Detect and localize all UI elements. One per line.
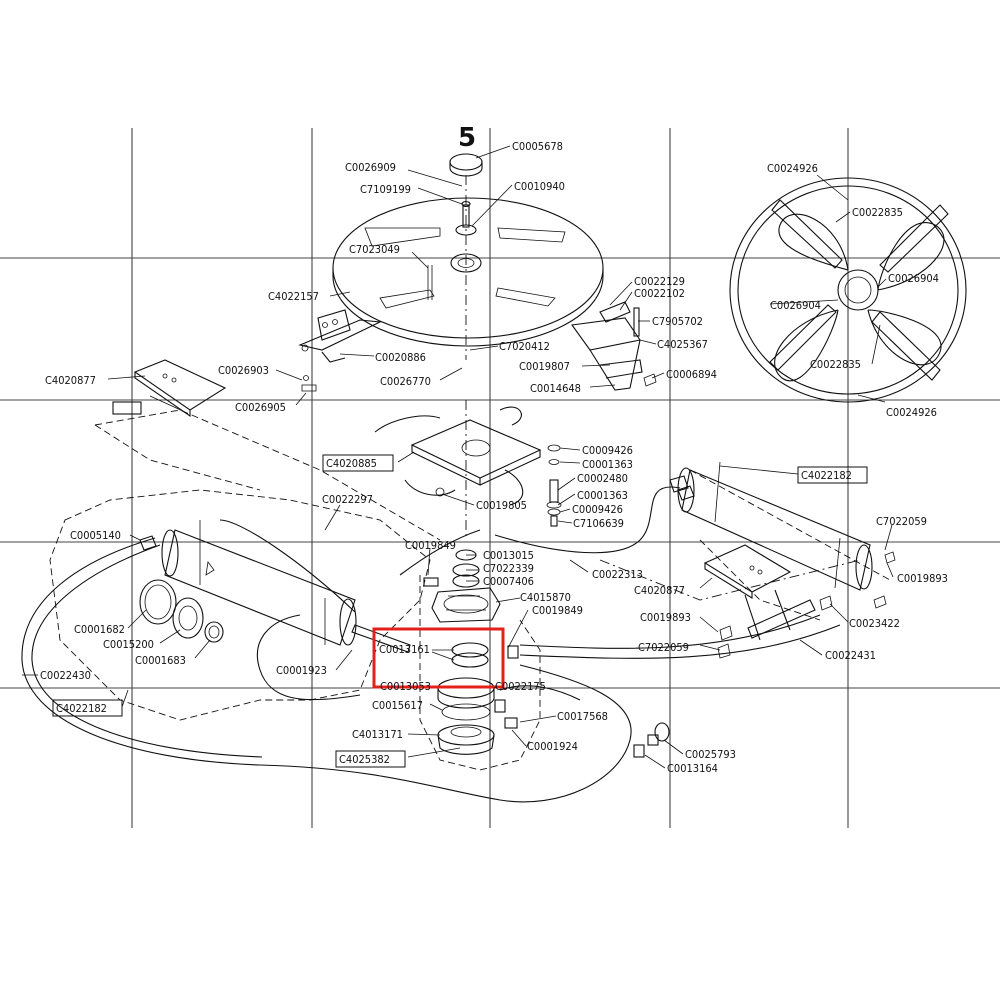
label-C0005678: C0005678 xyxy=(512,140,563,153)
label-C0019849-right: C0019849 xyxy=(532,604,583,617)
label-C0015617: C0015617 xyxy=(372,699,423,712)
label-C0026905: C0026905 xyxy=(235,401,286,414)
highlighted-seals xyxy=(451,642,489,668)
pedal-bracket-right xyxy=(571,301,657,391)
label-C4020885: C4020885 xyxy=(326,457,377,470)
label-C0026903: C0026903 xyxy=(218,364,269,377)
dashed-outlines xyxy=(49,409,891,771)
label-C0002480: C0002480 xyxy=(577,472,628,485)
label-C7022059-left: C7022059 xyxy=(638,641,689,654)
bearing-stack xyxy=(437,645,519,755)
pedal-plate-right xyxy=(703,544,896,641)
label-C0013161: C0013161 xyxy=(379,643,430,656)
part-labels: C0005678 C0026909 C7109199 C0010940 C702… xyxy=(40,140,948,775)
label-C0013015: C0013015 xyxy=(483,549,534,562)
label-C4022182-left: C4022182 xyxy=(56,702,107,715)
small-fittings-right xyxy=(633,625,733,758)
leader-lines xyxy=(22,145,894,769)
label-C7022339: C7022339 xyxy=(483,562,534,575)
label-C0023422: C0023422 xyxy=(849,617,900,630)
label-C4025367: C4025367 xyxy=(657,338,708,351)
label-C0015200: C0015200 xyxy=(103,638,154,651)
rotary-joint xyxy=(423,577,501,623)
label-C7905702: C7905702 xyxy=(652,315,703,328)
label-C4020877-top: C4020877 xyxy=(45,374,96,387)
label-C0007406: C0007406 xyxy=(483,575,534,588)
label-C0001924: C0001924 xyxy=(527,740,578,753)
label-C0024926-bottom: C0024926 xyxy=(886,406,937,419)
label-C0009426-bottom: C0009426 xyxy=(572,503,623,516)
hose-reel-assembly xyxy=(729,177,967,403)
left-pulleys xyxy=(139,579,224,643)
label-C7023049: C7023049 xyxy=(349,243,400,256)
label-C0026909: C0026909 xyxy=(345,161,396,174)
highlight-box xyxy=(372,627,505,689)
label-C4025382: C4025382 xyxy=(339,753,390,766)
label-C0019893-left: C0019893 xyxy=(640,611,691,624)
turntable-disc xyxy=(332,153,604,360)
label-C0022313: C0022313 xyxy=(592,568,643,581)
label-C0001682: C0001682 xyxy=(74,623,125,636)
seal-ring-stack xyxy=(452,549,480,588)
fitting-stack xyxy=(546,444,562,527)
label-C7106639: C7106639 xyxy=(573,517,624,530)
label-C0001363-top: C0001363 xyxy=(582,458,633,471)
pedal-bracket-left xyxy=(298,309,382,363)
label-C0019807: C0019807 xyxy=(519,360,570,373)
label-C7022059-right: C7022059 xyxy=(876,515,927,528)
pedal-plate-left xyxy=(112,359,317,418)
label-C0014648: C0014648 xyxy=(530,382,581,395)
label-C0013053: C0013053 xyxy=(380,680,431,693)
label-C0022297: C0022297 xyxy=(322,493,373,506)
label-C0026904-left: C0026904 xyxy=(770,299,821,312)
label-C0026770: C0026770 xyxy=(380,375,431,388)
label-C0001683: C0001683 xyxy=(135,654,186,667)
label-C0013164: C0013164 xyxy=(667,762,718,775)
left-cylinder xyxy=(139,520,411,653)
label-boxes xyxy=(52,454,868,768)
label-C0017568: C0017568 xyxy=(557,710,608,723)
label-C0005140: C0005140 xyxy=(70,529,121,542)
label-C4022157: C4022157 xyxy=(268,290,319,303)
label-C7020412: C7020412 xyxy=(499,340,550,353)
right-cylinder xyxy=(669,461,873,591)
label-C0010940: C0010940 xyxy=(514,180,565,193)
label-C0019849-left: C0019849 xyxy=(405,539,456,552)
label-C0001363-bottom: C0001363 xyxy=(577,489,628,502)
label-C7109199: C7109199 xyxy=(360,183,411,196)
label-C0022835-bottom: C0022835 xyxy=(810,358,861,371)
label-C0024926-top: C0024926 xyxy=(767,162,818,175)
label-C0025793: C0025793 xyxy=(685,748,736,761)
page-number: 5 xyxy=(458,123,476,153)
label-C0001923: C0001923 xyxy=(276,664,327,677)
label-C4020877-right: C4020877 xyxy=(634,584,685,597)
label-C0020886: C0020886 xyxy=(375,351,426,364)
label-C0022835-top: C0022835 xyxy=(852,206,903,219)
label-C4015870: C4015870 xyxy=(520,591,571,604)
label-C0019805: C0019805 xyxy=(476,499,527,512)
label-C0026904-right: C0026904 xyxy=(888,272,939,285)
label-C0006894: C0006894 xyxy=(666,368,717,381)
label-C0022431: C0022431 xyxy=(825,649,876,662)
label-C4013171: C4013171 xyxy=(352,728,403,741)
label-C0022102: C0022102 xyxy=(634,287,685,300)
label-C0019893-right: C0019893 xyxy=(897,572,948,585)
label-C0022175: C0022175 xyxy=(495,680,546,693)
label-C0022430: C0022430 xyxy=(40,669,91,682)
hoses xyxy=(21,486,841,803)
label-C0009426-top: C0009426 xyxy=(582,444,633,457)
label-C0022129: C0022129 xyxy=(634,275,685,288)
base-plate-assembly xyxy=(374,400,542,540)
label-C4022182-right: C4022182 xyxy=(801,469,852,482)
